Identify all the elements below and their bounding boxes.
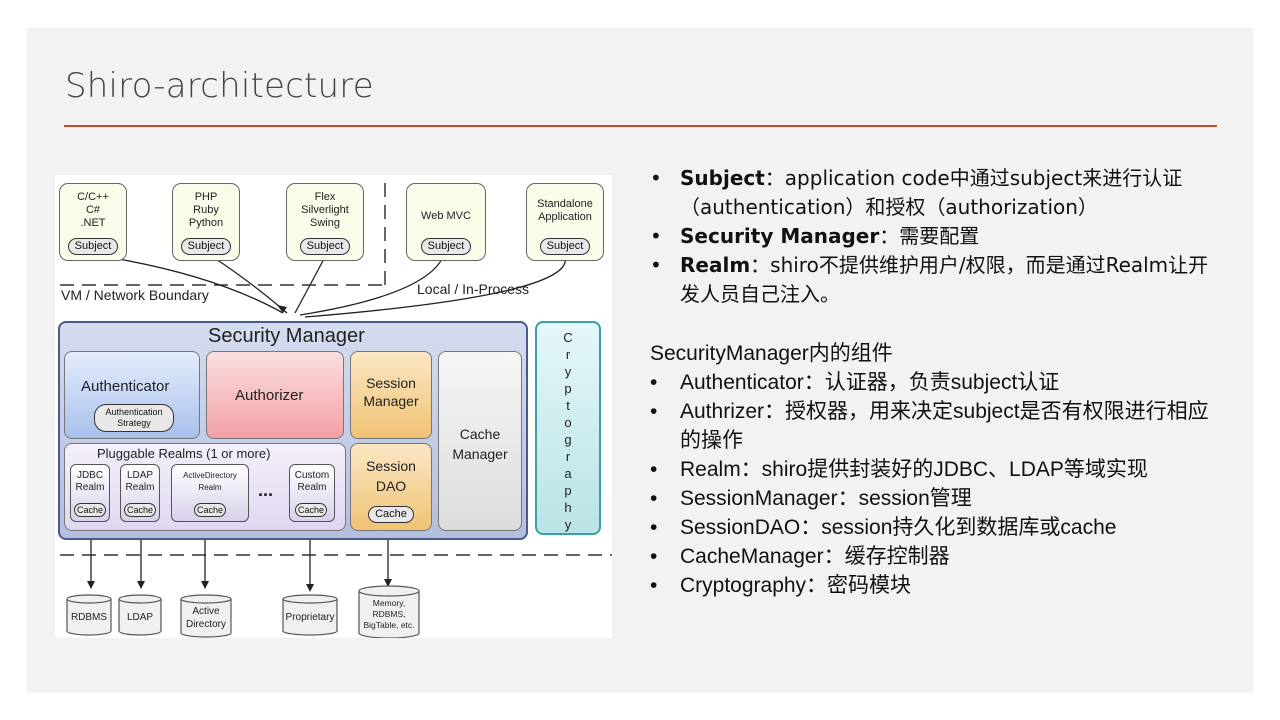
- client-label: Web MVC: [421, 210, 471, 222]
- realm-cache-pill: Cache: [74, 503, 106, 517]
- client-label: Standalone Application: [537, 198, 593, 223]
- realm-label: ActiveDirectory Realm: [183, 471, 237, 492]
- authorizer-box: Authorizer: [206, 351, 344, 439]
- datastore-rdbms: RDBMS: [70, 612, 108, 623]
- shiro-architecture-diagram: C/C++ C# .NET Subject PHP Ruby Python Su…: [55, 175, 612, 638]
- security-manager-box: Security Manager Authenticator Authentic…: [58, 321, 528, 540]
- description-list: Subject：application code中通过subject来进行认证（…: [650, 164, 1220, 600]
- pluggable-realms-label: Pluggable Realms (1 or more): [97, 446, 271, 461]
- datastore-active-directory: Active Directory: [185, 606, 226, 630]
- cache-manager-box: Cache Manager: [438, 351, 522, 531]
- client-box-php: PHP Ruby Python Subject: [172, 183, 240, 261]
- security-manager-label: Security Manager: [208, 325, 365, 347]
- component-item: CacheManager：缓存控制器: [650, 542, 1220, 571]
- client-label: C/C++ C# .NET: [77, 191, 109, 229]
- realm-jdbc: JDBC Realm Cache: [70, 464, 110, 522]
- client-box-standalone: Standalone Application Subject: [526, 183, 604, 261]
- realm-ldap: LDAP Realm Cache: [120, 464, 160, 522]
- datastore-ldap: LDAP: [126, 612, 154, 623]
- diagram-lines: [60, 180, 612, 638]
- session-dao-box: Session DAO Cache: [350, 443, 432, 531]
- subject-pill: Subject: [181, 238, 231, 255]
- realm-ellipsis: ...: [258, 480, 274, 500]
- subject-pill: Subject: [421, 238, 471, 255]
- client-box-flex: Flex Silverlight Swing Subject: [286, 183, 364, 261]
- session-cache-pill: Cache: [368, 506, 414, 523]
- component-item: SessionDAO：session持久化到数据库或cache: [650, 513, 1220, 542]
- client-box-webmvc: Web MVC Subject: [406, 183, 486, 261]
- realm-cache-pill: Cache: [194, 503, 226, 517]
- subject-pill: Subject: [540, 238, 590, 255]
- session-manager-box: Session Manager: [350, 351, 432, 439]
- component-item: Cryptography：密码模块: [650, 571, 1220, 600]
- vm-boundary-label: VM / Network Boundary: [61, 287, 209, 303]
- authenticator-label: Authenticator: [81, 378, 170, 395]
- bullet-text: ：需要配置: [879, 224, 980, 248]
- bullet-text: ：application code中通过subject来进行认证（authent…: [680, 166, 1183, 219]
- session-manager-label: Session Manager: [363, 375, 419, 409]
- bullet-key: Realm: [680, 253, 751, 277]
- local-process-label: Local / In-Process: [417, 281, 530, 297]
- component-item: SessionManager：session管理: [650, 484, 1220, 513]
- client-label: PHP Ruby Python: [188, 191, 224, 229]
- bullet-key: Subject: [680, 166, 765, 190]
- realm-cache-pill: Cache: [124, 503, 156, 517]
- component-item: Realm：shiro提供封装好的JDBC、LDAP等域实现: [650, 455, 1220, 484]
- auth-strategy-pill: Authentication Strategy: [94, 404, 174, 432]
- realm-label: LDAP Realm: [125, 470, 155, 493]
- cache-manager-label: Cache Manager: [452, 426, 508, 462]
- cryptography-box: C r y p t o g r a p h y: [535, 321, 601, 535]
- client-box-cpp: C/C++ C# .NET Subject: [59, 183, 127, 261]
- bullet-security-manager: Security Manager：需要配置: [650, 222, 1220, 251]
- realm-cache-pill: Cache: [295, 503, 327, 517]
- component-item: Authenticator：认证器，负责subject认证: [650, 368, 1220, 397]
- subject-pill: Subject: [300, 238, 350, 255]
- slide-title: Shiro-architecture: [65, 66, 374, 106]
- bullet-text: ：shiro不提供维护用户/权限，而是通过Realm让开发人员自己注入。: [680, 253, 1209, 306]
- session-dao-label: Session DAO: [366, 458, 416, 494]
- realm-label: JDBC Realm: [75, 470, 105, 493]
- bullet-realm: Realm：shiro不提供维护用户/权限，而是通过Realm让开发人员自己注入…: [650, 251, 1220, 309]
- client-label: Flex Silverlight Swing: [301, 191, 349, 229]
- realm-custom: Custom Realm Cache: [289, 464, 335, 522]
- authenticator-box: Authenticator Authentication Strategy: [64, 351, 200, 439]
- title-divider: [64, 125, 1217, 127]
- pluggable-realms-box: Pluggable Realms (1 or more) JDBC Realm …: [64, 443, 346, 531]
- cryptography-label: C r y p t o g r a p h y: [563, 330, 573, 532]
- authorizer-label: Authorizer: [235, 387, 304, 404]
- datastore-memory: Memory, RDBMS, BigTable, etc.: [363, 598, 415, 630]
- components-title: SecurityManager内的组件: [650, 342, 893, 365]
- bullet-subject: Subject：application code中通过subject来进行认证（…: [650, 164, 1220, 222]
- realm-activedirectory: ActiveDirectory Realm Cache: [171, 464, 249, 522]
- subject-pill: Subject: [68, 238, 118, 255]
- datastore-proprietary: Proprietary: [285, 612, 335, 623]
- bullet-key: Security Manager: [680, 224, 880, 248]
- component-item: Authrizer：授权器，用来决定subject是否有权限进行相应的操作: [650, 397, 1220, 455]
- realm-label: Custom Realm: [294, 470, 330, 493]
